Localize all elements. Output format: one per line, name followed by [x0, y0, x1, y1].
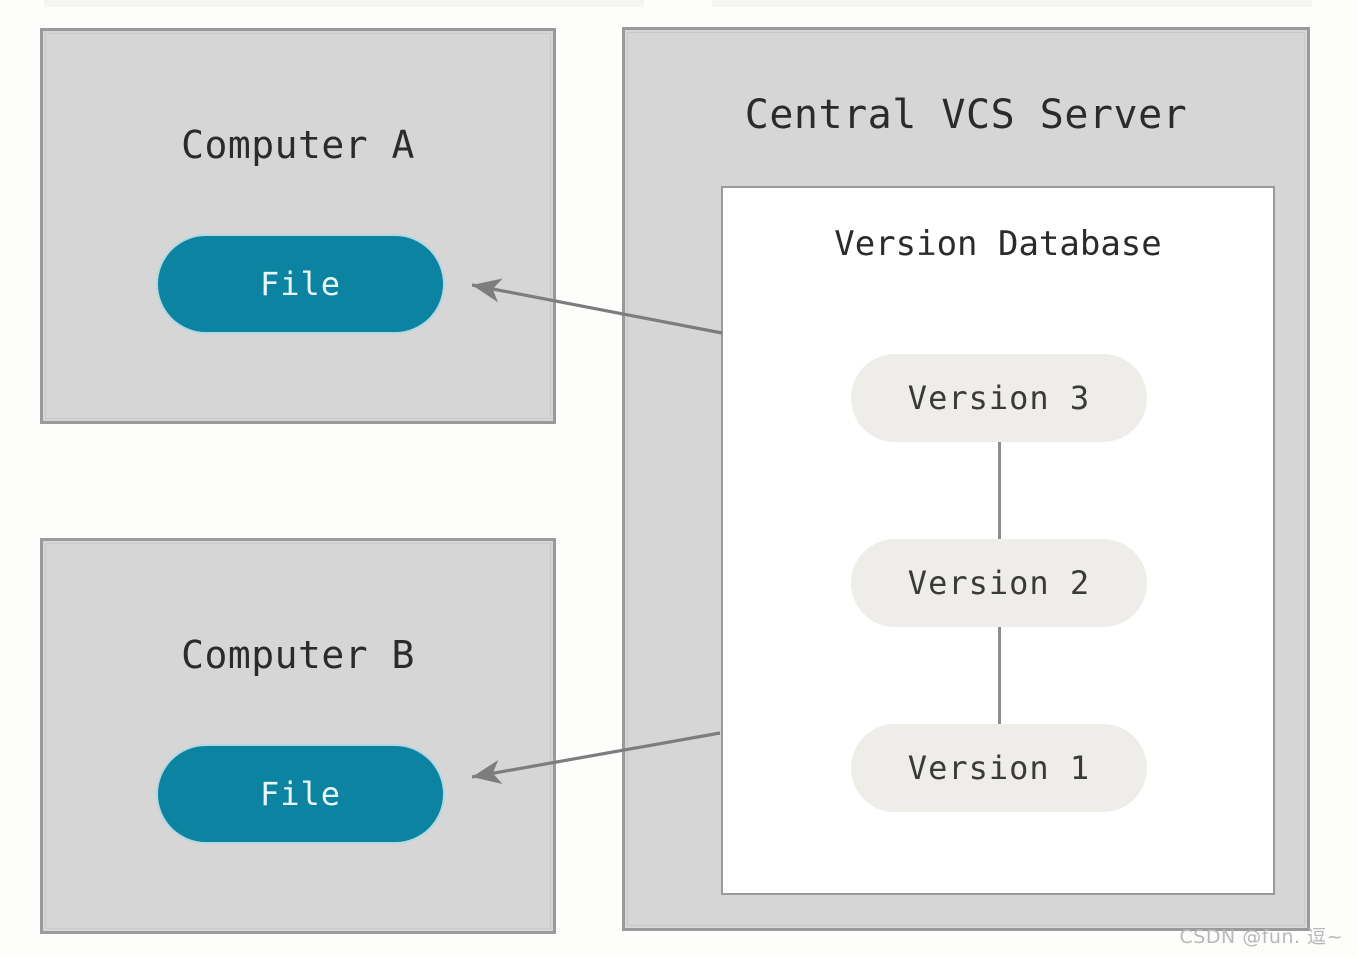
computer-b-title: Computer B	[181, 633, 415, 677]
panel-inner-outline	[45, 33, 551, 419]
version-database-box: Version Database Version 3 Version 2 Ver…	[721, 186, 1275, 895]
computer-b-file-pill[interactable]: File	[158, 746, 443, 842]
version-2-node[interactable]: Version 2	[851, 539, 1147, 627]
central-vcs-server-panel: Central VCS Server Version Database Vers…	[622, 27, 1310, 931]
computer-b-panel: Computer B File	[40, 538, 556, 934]
version-database-title: Version Database	[834, 224, 1162, 264]
version-link-3-to-2	[998, 442, 1001, 539]
version-3-node[interactable]: Version 3	[851, 354, 1147, 442]
panel-inner-outline	[45, 543, 551, 929]
central-vcs-server-title: Central VCS Server	[744, 92, 1188, 138]
version-link-2-to-1	[998, 627, 1001, 724]
version-1-node[interactable]: Version 1	[851, 724, 1147, 812]
scan-artifact-right	[712, 0, 1312, 7]
scan-artifact-left	[44, 0, 644, 7]
csdn-watermark: CSDN @fun. 逗~	[1179, 926, 1343, 948]
computer-a-file-pill[interactable]: File	[158, 236, 443, 332]
computer-a-panel: Computer A File	[40, 28, 556, 424]
computer-a-title: Computer A	[181, 123, 415, 167]
